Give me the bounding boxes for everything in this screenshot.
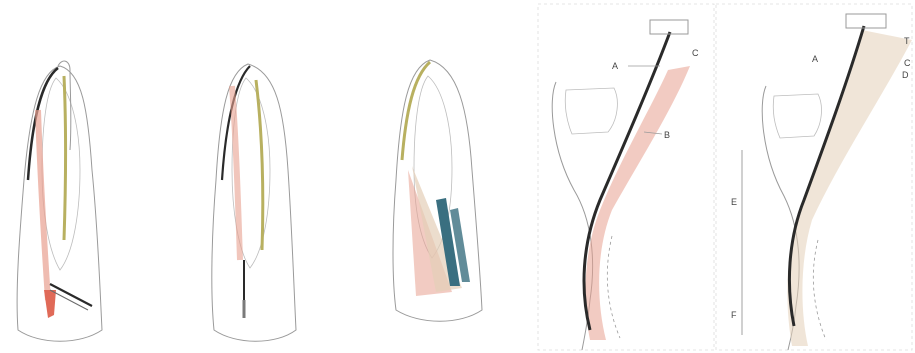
panel-1-olive-band bbox=[64, 76, 66, 240]
panel-4-dashed-curve bbox=[607, 236, 620, 338]
panel-2-crown-outline bbox=[212, 64, 296, 341]
panel-5-instrument-head bbox=[846, 14, 886, 28]
panel-2-pink-band bbox=[232, 86, 240, 260]
panel-5-dashed-curve bbox=[813, 240, 826, 340]
panel-5-label-t: T bbox=[904, 36, 910, 46]
panel-1-crown-outline bbox=[17, 66, 102, 341]
panel-4-label-b: B bbox=[664, 130, 670, 140]
panel-5-label-a: A bbox=[812, 54, 818, 64]
panel-5-inner-contour bbox=[773, 94, 821, 138]
panel-5-diagram: A T C D E F bbox=[716, 4, 912, 350]
panel-1-tooth bbox=[17, 61, 102, 341]
panel-1-instrument-shaft bbox=[50, 284, 92, 306]
panel-5-label-e: E bbox=[731, 197, 737, 207]
panel-1-inner-outline bbox=[42, 78, 80, 270]
panel-1-salmon-tip bbox=[44, 290, 56, 318]
panel-2-tooth bbox=[212, 64, 296, 341]
panel-4-inner-contour bbox=[565, 88, 617, 134]
panel-5-label-d: D bbox=[902, 70, 909, 80]
panel-5-beige-fill bbox=[787, 30, 912, 346]
panel-4-label-c: C bbox=[692, 48, 699, 58]
panel-4-diagram: A B C bbox=[538, 4, 714, 350]
panel-5-label-c: C bbox=[904, 58, 911, 68]
panel-3-olive-wall bbox=[402, 62, 430, 160]
panel-5-label-f: F bbox=[731, 310, 737, 320]
panel-3-tooth bbox=[393, 60, 482, 321]
panel-4-label-a: A bbox=[612, 61, 618, 71]
panel-4-pink-fill bbox=[585, 66, 690, 340]
